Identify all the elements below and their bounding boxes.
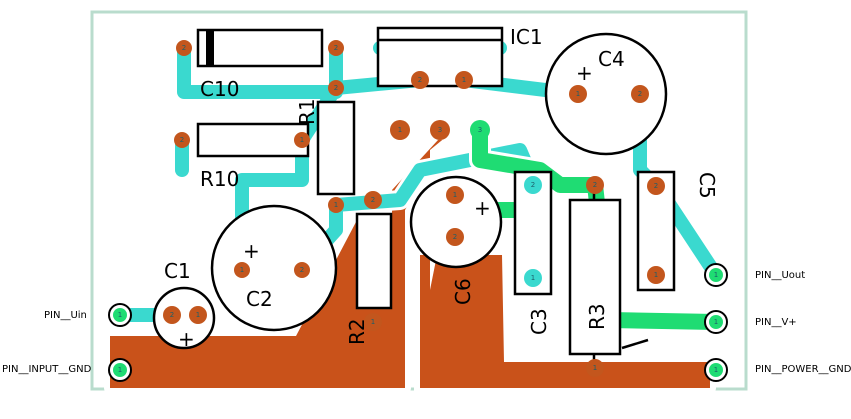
pad — [709, 363, 723, 377]
pad-number: 1 — [240, 266, 244, 274]
pad — [524, 269, 542, 287]
pad-number: 1 — [334, 201, 338, 209]
label-ic1: IC1 — [510, 25, 543, 49]
pad-number: 2 — [531, 181, 535, 189]
pad — [390, 120, 410, 140]
r1-resistor — [316, 100, 356, 196]
pad-number: 2 — [371, 196, 375, 204]
label-c3: C3 — [527, 308, 551, 335]
ic1-outline — [376, 26, 504, 88]
pad — [328, 197, 344, 213]
pad — [234, 262, 250, 278]
pad — [446, 228, 464, 246]
r10-resistor — [196, 122, 310, 158]
pad-number: 1 — [398, 126, 402, 134]
pad-number: 1 — [453, 191, 457, 199]
pad — [569, 85, 587, 103]
pad-number: 1 — [118, 366, 122, 374]
pad — [294, 262, 310, 278]
pad-number: 2 — [638, 90, 642, 98]
pad — [364, 191, 382, 209]
label-r1: R1 — [295, 98, 319, 125]
pad — [294, 132, 310, 148]
label-pin-input-gnd: PIN__INPUT__GND — [2, 364, 92, 375]
pad — [430, 120, 450, 140]
label-c6: C6 — [451, 278, 475, 305]
pad — [176, 40, 192, 56]
c10-capacitor — [196, 28, 324, 68]
pad-number: 2 — [334, 44, 338, 52]
r3-pin1-marker — [621, 338, 649, 350]
pad-number: 1 — [714, 271, 718, 279]
pad-number: 3 — [438, 126, 442, 134]
c6-plus-mark: + — [474, 196, 491, 220]
label-c2: C2 — [246, 287, 273, 311]
pad-number: 2 — [593, 181, 597, 189]
label-pin-vplus: PIN__V+ — [755, 317, 797, 328]
pad-number: 1 — [300, 136, 304, 144]
label-c5: C5 — [695, 172, 719, 199]
pad-number: 1 — [371, 318, 375, 326]
pad — [364, 313, 382, 331]
pad-numbers: 2 2 2 1 2 1 2 1 1 2 1 3 3 1 2 2 1 2 1 2 … — [118, 44, 718, 374]
pad — [411, 71, 429, 89]
pad-number: 2 — [418, 76, 422, 84]
pad — [328, 80, 344, 96]
pad-number: 1 — [118, 311, 122, 319]
pad-number: 2 — [300, 266, 304, 274]
label-r10: R10 — [200, 167, 239, 191]
r2-resistor — [355, 212, 393, 310]
pad-number: 2 — [654, 182, 658, 190]
pad-number: 1 — [593, 364, 597, 372]
c4-plus-mark: + — [576, 61, 593, 85]
c6-capacitor — [409, 175, 503, 269]
pad — [586, 176, 604, 194]
c4-capacitor — [544, 32, 668, 156]
pad — [189, 306, 207, 324]
pad-number: 1 — [714, 318, 718, 326]
c1-plus-mark: + — [178, 327, 195, 351]
pad-number: 2 — [453, 233, 457, 241]
label-pin-uin: PIN__Uin — [44, 310, 87, 321]
pad — [113, 308, 127, 322]
pad-number: 1 — [654, 271, 658, 279]
pad-number: 1 — [531, 274, 535, 282]
pad-number: 1 — [714, 366, 718, 374]
label-pin-power-gnd: PIN__POWER__GND — [755, 364, 851, 375]
pad — [174, 132, 190, 148]
c1-capacitor — [152, 286, 216, 350]
pad — [647, 177, 665, 195]
pad-number: 2 — [180, 136, 184, 144]
pad — [163, 306, 181, 324]
pad — [631, 85, 649, 103]
label-pin-uout: PIN__Uout — [755, 270, 805, 281]
pad — [647, 266, 665, 284]
pad — [446, 186, 464, 204]
pads — [108, 40, 728, 382]
pad-number: 2 — [182, 44, 186, 52]
pad-number: 1 — [576, 90, 580, 98]
pad-number: 1 — [196, 311, 200, 319]
label-c1: C1 — [164, 259, 191, 283]
pad — [709, 315, 723, 329]
pad — [328, 40, 344, 56]
pad — [709, 268, 723, 282]
pad-number: 2 — [334, 84, 338, 92]
r3-resistor — [568, 198, 622, 356]
pad — [113, 363, 127, 377]
c2-capacitor — [210, 204, 338, 332]
pad — [524, 176, 542, 194]
pad-number: 3 — [478, 126, 482, 134]
pad-number: 1 — [462, 76, 466, 84]
c2-plus-mark: + — [243, 239, 260, 263]
label-c4: C4 — [598, 47, 625, 71]
pad — [455, 71, 473, 89]
pad-number: 2 — [170, 311, 174, 319]
pad — [470, 120, 490, 140]
pad — [586, 359, 604, 377]
label-r3: R3 — [585, 303, 609, 330]
label-r2: R2 — [345, 318, 369, 345]
label-c10: C10 — [200, 77, 239, 101]
